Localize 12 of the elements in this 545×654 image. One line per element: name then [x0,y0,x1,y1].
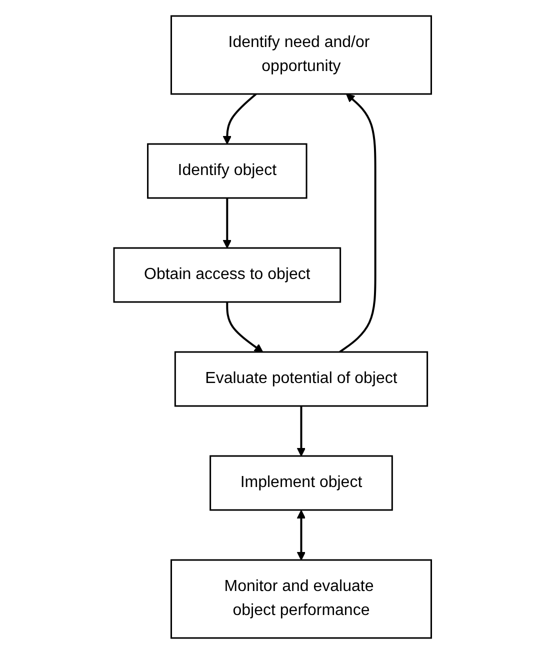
arrow [296,510,306,560]
node-box: Evaluate potential of object [174,351,428,407]
arrow [222,93,257,144]
arrow [226,302,264,352]
arrow [296,406,306,456]
node-box: Identify object [146,143,308,199]
node-box: Monitor and evaluate object performance [170,559,432,639]
arrow [339,94,376,353]
arrow [222,198,232,248]
node-box: Identify need and/or opportunity [170,15,432,95]
node-box: Implement object [209,455,393,511]
node-box: Obtain access to object [113,247,341,303]
